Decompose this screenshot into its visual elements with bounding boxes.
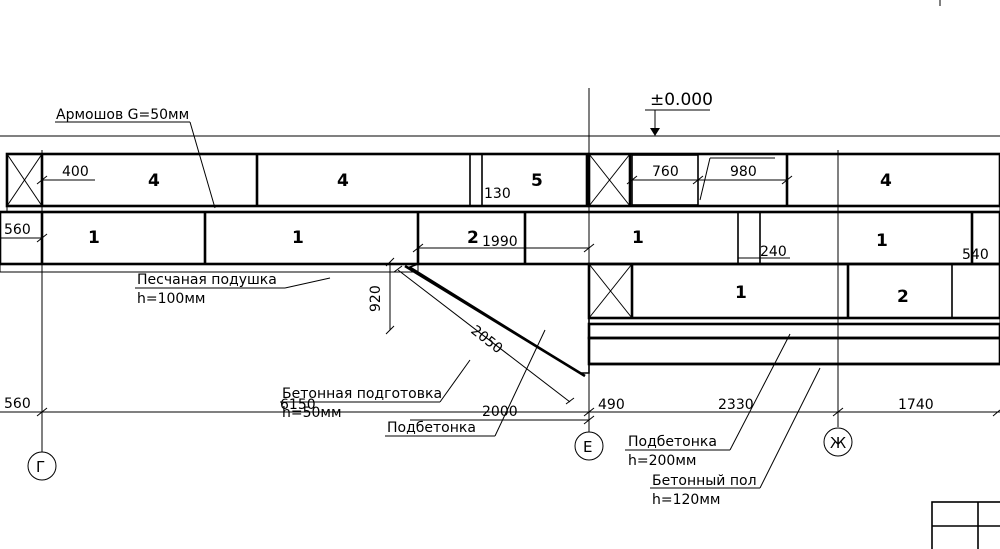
block-r2-c: 2 [467,228,479,248]
block-r1-a: 4 [148,171,160,191]
block-r2-a: 1 [88,228,100,248]
block-r1-c: 5 [531,171,543,191]
dim-400: 400 [62,164,89,180]
podbetonka-strip [587,322,1000,340]
label-concrete-floor: Бетонный пол [652,473,757,489]
axis-bubble-e [574,431,604,461]
row2-insert-240 [737,211,761,265]
label-podbetonka-2: Подбетонка [628,434,717,450]
row3-outline [587,262,1000,320]
label-concrete-floor-h: h=120мм [652,492,720,508]
row3-insert-540 [951,263,1000,319]
axis-bubbles: Г Е Ж [27,427,853,481]
block-row-1: 4 4 5 4 [5,152,1000,213]
block-r2-b: 1 [292,228,304,248]
block-r1-b: 4 [337,171,349,191]
label-concrete-prep: Бетонная подготовка [282,386,442,402]
dim-1740: 1740 [898,397,934,413]
concrete-floor-strip [587,336,1000,366]
labels: Армошов G=50мм Песчаная подушка h=100мм … [56,107,757,508]
title-block-fragment [931,501,1000,549]
concrete-prep-slope-line [404,264,586,378]
label-sand-cushion: Песчаная подушка [137,272,277,288]
row1-insert-130 [469,153,483,207]
dim-980: 980 [730,164,757,180]
dim-240: 240 [760,244,787,260]
dim-6150: 6150 [280,397,316,413]
dim-130: 130 [484,186,511,202]
dimension-lines [0,175,1000,425]
axis-bubble-zh [823,427,853,457]
block-r1-d: 4 [880,171,892,191]
leader-lines [55,121,821,489]
dim-2330: 2330 [718,397,754,413]
axis-label-zh: Ж [830,434,846,452]
block-r2-d: 1 [632,228,644,248]
dim-1990: 1990 [482,234,518,250]
dim-560-top: 560 [4,222,31,238]
block-r3-b: 2 [897,287,909,307]
label-podbetonka-1: Подбетонка [387,420,476,436]
dim-2000: 2000 [482,404,518,420]
block-r3-a: 1 [735,283,747,303]
level-mark-text: ±0.000 [650,90,713,110]
podbetonka-slope [408,263,590,374]
block-row-3: 1 2 [587,262,1000,320]
label-concrete-prep-h: h=50мм [282,405,342,421]
dim-920: 920 [368,285,384,312]
block-r2-e: 1 [876,231,888,251]
dim-2050: 2050 [468,323,506,358]
level-mark: ±0.000 [645,90,713,136]
axis-label-g: Г [36,458,45,476]
axis-label-e: Е [583,438,592,456]
label-armoshov: Армошов G=50мм [56,107,189,123]
dim-760: 760 [652,164,679,180]
label-podbetonka-2-h: h=200мм [628,453,696,469]
dim-560-bottom: 560 [4,396,31,412]
dim-540: 540 [962,247,989,263]
dim-490: 490 [598,397,625,413]
label-sand-cushion-h: h=100мм [137,291,205,307]
sand-cushion-strip [0,263,419,273]
axis-bubble-g [27,451,57,481]
